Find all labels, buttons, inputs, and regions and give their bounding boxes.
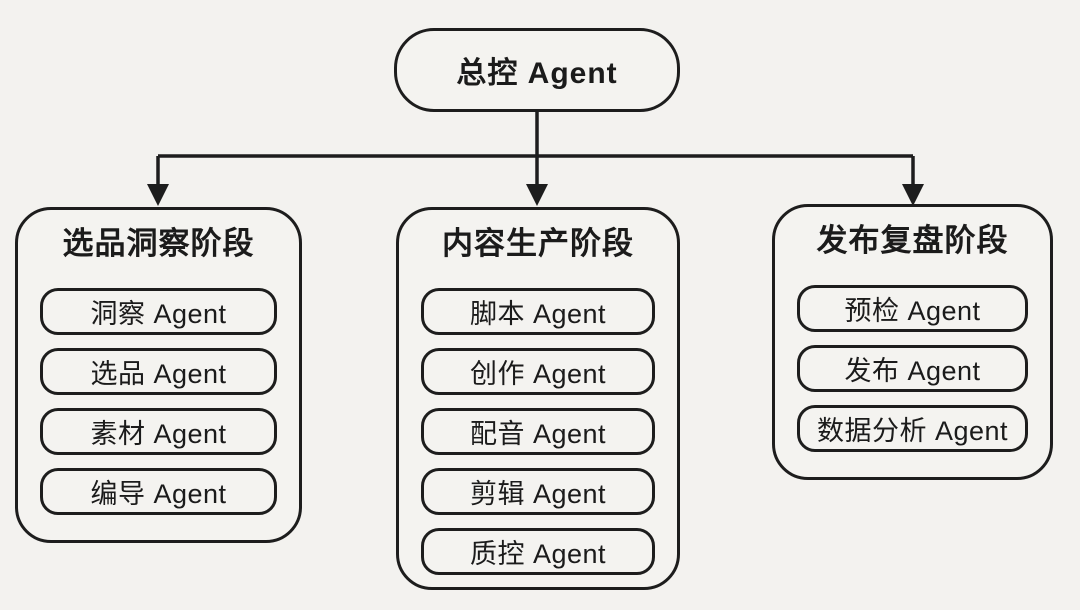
root-agent-label: 总控 Agent — [456, 57, 618, 90]
agent-node-director: 编导 Agent — [40, 468, 277, 515]
phase-title: 选品洞察阶段 — [62, 226, 255, 261]
phase-group-content-production: 内容生产阶段 脚本 Agent 创作 Agent 配音 Agent 剪辑 Age… — [396, 207, 680, 590]
agent-node-script: 脚本 Agent — [421, 288, 655, 335]
agent-node-insight: 洞察 Agent — [40, 288, 277, 335]
root-agent-node: 总控 Agent — [394, 28, 680, 112]
agent-node-publish: 发布 Agent — [797, 345, 1028, 392]
phase-title: 内容生产阶段 — [442, 226, 634, 261]
agent-node-material: 素材 Agent — [40, 408, 277, 455]
phase-title: 发布复盘阶段 — [816, 223, 1009, 258]
agent-node-editing: 剪辑 Agent — [421, 468, 655, 515]
agent-node-selection: 选品 Agent — [40, 348, 277, 395]
agent-list: 预检 Agent 发布 Agent 数据分析 Agent — [797, 285, 1028, 452]
arrowhead-right-icon — [902, 184, 924, 206]
agent-node-data-analysis: 数据分析 Agent — [797, 405, 1028, 452]
agent-node-quality-control: 质控 Agent — [421, 528, 655, 575]
agent-node-precheck: 预检 Agent — [797, 285, 1028, 332]
agent-list: 脚本 Agent 创作 Agent 配音 Agent 剪辑 Agent 质控 A… — [421, 288, 655, 575]
phase-group-selection-insight: 选品洞察阶段 洞察 Agent 选品 Agent 素材 Agent 编导 Age… — [15, 207, 302, 543]
agent-node-voiceover: 配音 Agent — [421, 408, 655, 455]
arrowhead-left-icon — [147, 184, 169, 206]
agent-list: 洞察 Agent 选品 Agent 素材 Agent 编导 Agent — [40, 288, 277, 515]
agent-node-creation: 创作 Agent — [421, 348, 655, 395]
phase-group-publish-review: 发布复盘阶段 预检 Agent 发布 Agent 数据分析 Agent — [772, 204, 1053, 480]
arrowhead-middle-icon — [526, 184, 548, 206]
